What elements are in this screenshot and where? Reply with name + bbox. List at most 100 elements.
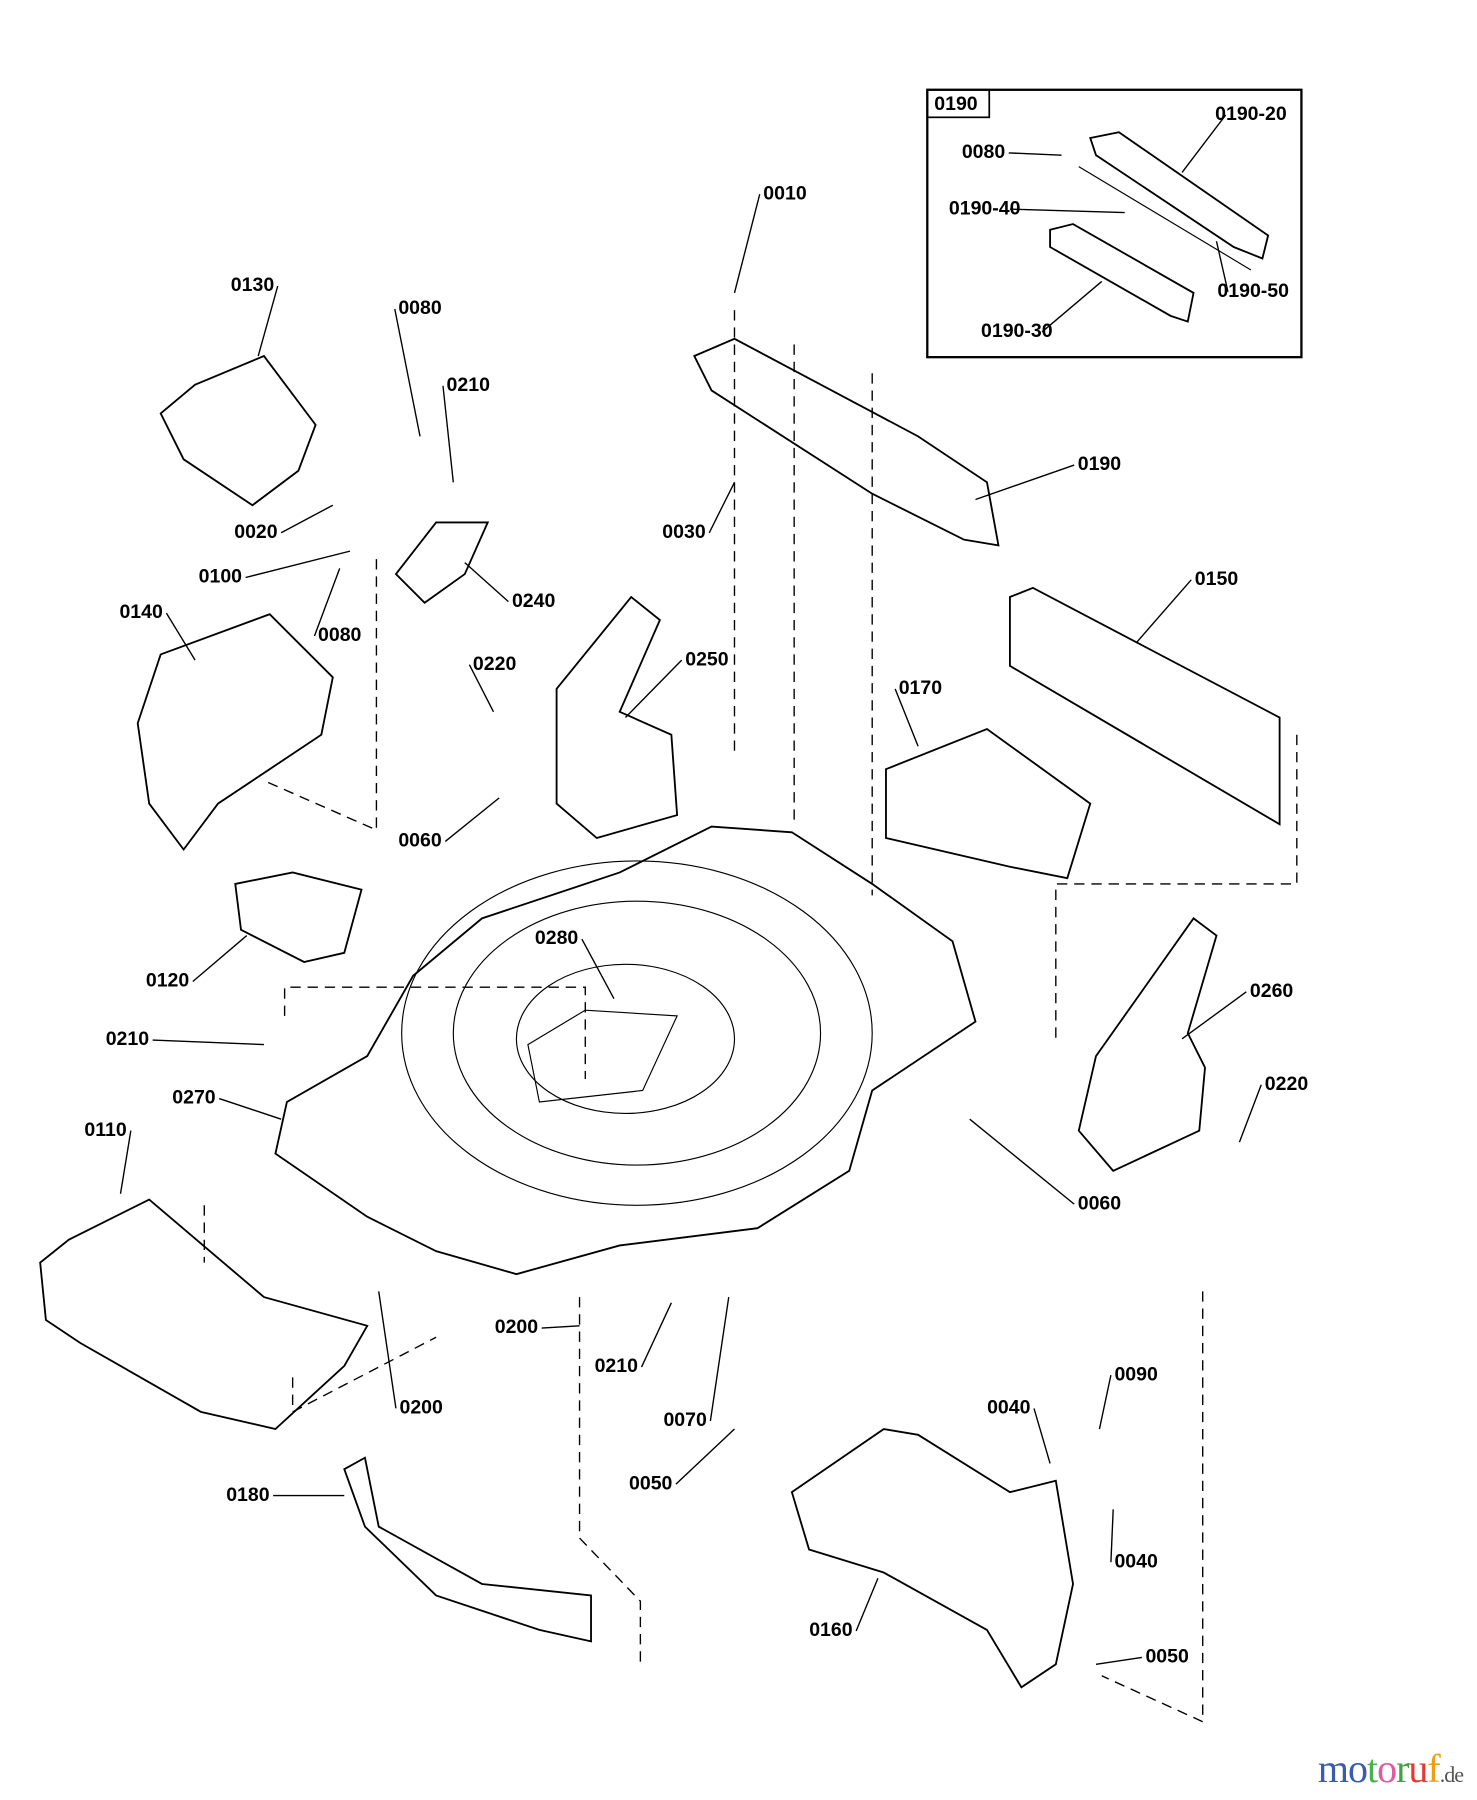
leader-line xyxy=(152,1039,264,1046)
height-lever-0250 xyxy=(555,595,679,840)
part-label-0080: 0080 xyxy=(398,297,442,319)
leader-line xyxy=(975,464,1075,501)
part-label-0210: 0210 xyxy=(595,1355,639,1377)
leader-line xyxy=(442,385,454,483)
leader-line xyxy=(313,568,341,637)
leader-line xyxy=(378,1291,397,1409)
leader-line xyxy=(1135,579,1192,644)
part-label-0220: 0220 xyxy=(1265,1073,1309,1095)
part-label-0040: 0040 xyxy=(987,1397,1031,1419)
leader-line xyxy=(245,550,351,579)
leader-line xyxy=(541,1325,580,1329)
height-lever-0260 xyxy=(1077,917,1218,1172)
part-label-0040: 0040 xyxy=(1114,1550,1158,1572)
leader-line xyxy=(708,481,736,534)
leader-line xyxy=(1238,1084,1262,1143)
leader-line xyxy=(1098,1374,1112,1430)
leader-line xyxy=(1181,114,1227,173)
leader-line xyxy=(709,1296,730,1422)
watermark-letter: t xyxy=(1366,1746,1378,1791)
part-label-0250: 0250 xyxy=(685,648,729,670)
part-label-0050: 0050 xyxy=(629,1472,673,1494)
bracket-0240 xyxy=(394,521,490,604)
leader-line xyxy=(394,308,421,437)
watermark-letter: f xyxy=(1427,1746,1440,1791)
leader-line xyxy=(119,1130,132,1194)
watermark-letter: o xyxy=(1377,1746,1397,1791)
part-label-0220: 0220 xyxy=(473,653,517,675)
watermark-letter: o xyxy=(1347,1746,1368,1791)
part-label-0140: 0140 xyxy=(119,601,163,623)
part-labels: 0190 0010 0130 0080 0210 0020 0100 0080 0240 0030… xyxy=(84,182,1308,1667)
leader-line xyxy=(444,797,500,843)
inset-0190: 0190 xyxy=(926,88,1303,359)
part-label-0060: 0060 xyxy=(1078,1192,1122,1214)
part-label-0100: 0100 xyxy=(199,566,243,588)
mower-deck xyxy=(274,825,977,1276)
chute-0160 xyxy=(790,1428,1074,1689)
leader-line xyxy=(1181,991,1247,1040)
inset-title: 0190 xyxy=(934,93,978,115)
leader-line xyxy=(1095,1656,1142,1666)
part-label-0080: 0080 xyxy=(318,624,362,646)
leader-line xyxy=(218,1097,282,1120)
insert-0170 xyxy=(885,727,1092,880)
part-label-0240: 0240 xyxy=(512,590,556,612)
leader-line xyxy=(894,688,919,747)
inset-labels: 0190-20 0080 0190-40 0190-50 0190-30 xyxy=(949,103,1289,342)
leader-line xyxy=(1215,241,1229,292)
leader-lines xyxy=(119,114,1262,1666)
watermark-tld: .de xyxy=(1439,1762,1464,1787)
part-label-0190: 0190 xyxy=(1078,453,1122,475)
part-label-0010: 0010 xyxy=(763,182,807,204)
inset-label-0190-30: 0190-30 xyxy=(981,320,1053,342)
part-label-0280: 0280 xyxy=(535,927,579,949)
inset-label-0080: 0080 xyxy=(962,141,1006,163)
part-label-0130: 0130 xyxy=(231,274,275,296)
drive-axle-0190 xyxy=(693,337,1000,547)
leader-line xyxy=(468,664,495,713)
flap-0150 xyxy=(1008,586,1281,826)
cover-0140 xyxy=(136,613,334,852)
leader-line xyxy=(624,659,683,719)
leader-line xyxy=(257,285,279,357)
baffle-0180 xyxy=(343,1456,592,1643)
part-label-0030: 0030 xyxy=(662,521,706,543)
leader-line xyxy=(1041,280,1103,333)
part-label-0260: 0260 xyxy=(1250,980,1294,1002)
inset-label-0190-20: 0190-20 xyxy=(1215,103,1287,125)
watermark-letter: u xyxy=(1408,1746,1428,1791)
part-label-0200: 0200 xyxy=(495,1316,539,1338)
leader-line xyxy=(280,504,334,534)
inset-label-0190-50: 0190-50 xyxy=(1217,280,1289,302)
shield-0120 xyxy=(234,871,363,963)
leader-line xyxy=(640,1302,672,1368)
watermark-letter: r xyxy=(1396,1746,1409,1791)
leader-line xyxy=(581,938,615,1000)
part-label-0050: 0050 xyxy=(1145,1646,1189,1668)
part-label-0090: 0090 xyxy=(1114,1363,1158,1385)
rear-cover-0130 xyxy=(159,354,317,507)
part-label-0120: 0120 xyxy=(146,970,190,992)
watermark-letter: m xyxy=(1317,1746,1349,1791)
front-cover-0110 xyxy=(39,1198,369,1431)
part-label-0160: 0160 xyxy=(809,1619,853,1641)
leader-line xyxy=(733,194,761,294)
leader-line xyxy=(1033,1408,1051,1464)
inset-label-0190-40: 0190-40 xyxy=(949,197,1021,219)
motoruf-watermark-logo: motoruf.de xyxy=(1317,1745,1464,1792)
part-label-0110: 0110 xyxy=(84,1119,126,1141)
part-label-0200: 0200 xyxy=(399,1397,443,1419)
part-label-0060: 0060 xyxy=(398,830,442,852)
part-label-0170: 0170 xyxy=(899,677,943,699)
part-label-0020: 0020 xyxy=(234,521,278,543)
leader-line xyxy=(192,935,248,983)
part-label-0070: 0070 xyxy=(663,1409,707,1431)
guide-lines xyxy=(203,310,1298,1723)
part-label-0180: 0180 xyxy=(226,1484,270,1506)
leader-line xyxy=(675,1428,735,1485)
leader-line xyxy=(1009,208,1125,214)
leader-line xyxy=(969,1118,1075,1205)
leader-line xyxy=(855,1577,879,1632)
